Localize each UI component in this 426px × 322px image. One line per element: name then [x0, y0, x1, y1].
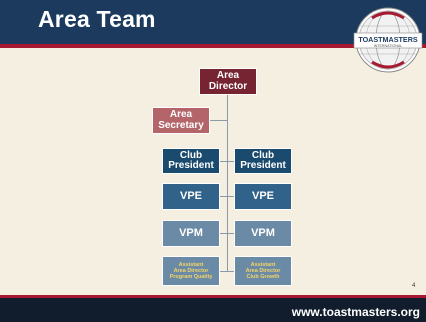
area-director-box: Area Director: [199, 68, 257, 95]
vpe-connector: [220, 196, 234, 197]
secretary-connector: [210, 120, 227, 121]
assistant-club-growth-box: Assistant Area Director Club Growth: [234, 256, 292, 286]
header-accent-line: [0, 44, 426, 48]
slide-title: Area Team: [38, 6, 156, 32]
club-president-left-box: Club President: [162, 148, 220, 174]
assistant-program-quality-box: Assistant Area Director Program Quality: [162, 256, 220, 286]
vpm-connector: [220, 233, 234, 234]
president-connector: [220, 161, 234, 162]
header-bar: Area Team: [0, 0, 426, 44]
logo-text: TOASTMASTERS: [358, 35, 418, 44]
area-secretary-box: Area Secretary: [152, 107, 210, 134]
footer-accent-line: [0, 295, 426, 298]
footer-url: www.toastmasters.org: [291, 305, 420, 319]
page-number: 4: [412, 283, 416, 289]
vpm-left-box: VPM: [162, 220, 220, 247]
logo-subtext: INTERNATIONAL: [374, 44, 403, 48]
trunk-line: [227, 95, 228, 271]
vpe-right-box: VPE: [234, 183, 292, 210]
assistant-connector: [220, 271, 234, 272]
toastmasters-logo: TOASTMASTERS INTERNATIONAL: [353, 7, 423, 73]
vpm-right-box: VPM: [234, 220, 292, 247]
club-president-right-box: Club President: [234, 148, 292, 174]
vpe-left-box: VPE: [162, 183, 220, 210]
footer-bar: www.toastmasters.org: [0, 298, 426, 322]
